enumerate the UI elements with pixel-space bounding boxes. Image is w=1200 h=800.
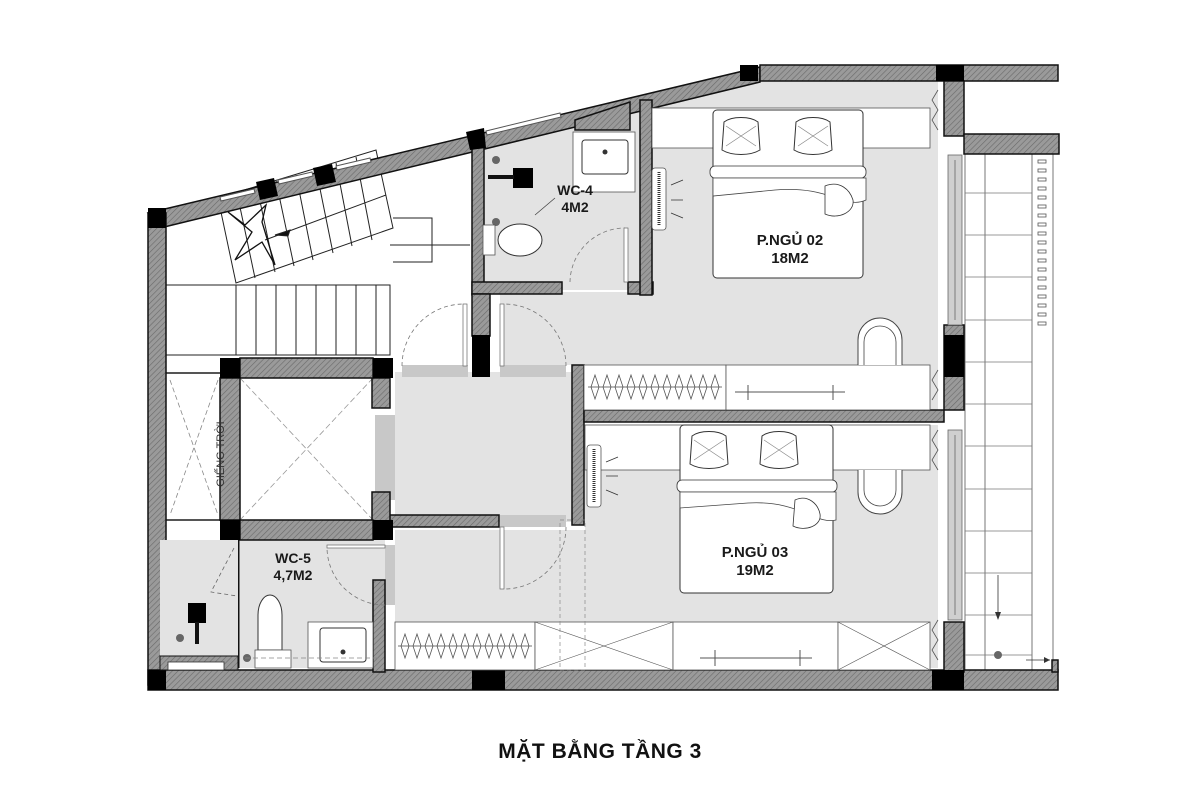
- curtain-icon: [931, 89, 939, 131]
- door-swing-icon: [326, 303, 567, 606]
- wc4-fixtures: [482, 131, 636, 283]
- toilet-icon: [482, 223, 543, 257]
- room-area: 4,7M2: [273, 566, 313, 583]
- floor-drain-icon: [994, 651, 1002, 659]
- floor-drain-icon: [176, 634, 184, 642]
- room-area: 4M2: [561, 198, 589, 215]
- desk-icon: [725, 364, 931, 411]
- lightwell-void: [169, 379, 219, 516]
- wc5-fixtures: [159, 540, 380, 671]
- door-swing-icon: [569, 227, 626, 283]
- sink-icon: [319, 627, 367, 663]
- planter-icon: [1037, 150, 1047, 326]
- desk-chair-icon: [857, 470, 903, 515]
- room-label-bedroom03: P.NGỦ 03 19M2: [705, 544, 805, 580]
- sink-icon: [581, 139, 629, 175]
- air-conditioner-icon: [586, 444, 619, 508]
- room-name: P.NGỦ 02: [756, 232, 824, 249]
- room-name: P.NGỦ 03: [721, 544, 789, 561]
- bedroom03-furniture: [394, 424, 939, 671]
- room-label-wc5: WC-5 4,7M2: [258, 550, 328, 584]
- room-name: WC-4: [557, 182, 593, 198]
- water-heater-icon: [188, 603, 206, 644]
- wardrobe-icon: [583, 364, 727, 411]
- room-name: WC-5: [275, 550, 311, 566]
- corridor-floor: [395, 372, 573, 522]
- stair-icon: [164, 149, 470, 356]
- sliding-window-icon: [219, 112, 562, 202]
- room-area: 19M2: [736, 562, 774, 579]
- elevator-shaft-icon: [239, 377, 374, 521]
- sliding-window-icon: [947, 154, 963, 621]
- desk-chair-icon: [857, 317, 903, 365]
- air-conditioner-icon: [651, 167, 684, 231]
- room-label-bedroom02: P.NGỦ 02 18M2: [740, 232, 840, 268]
- balcony: [964, 149, 1054, 676]
- wardrobe-icon: [394, 621, 931, 671]
- bed-icon: [676, 424, 838, 594]
- toilet-icon: [254, 594, 292, 669]
- floor-drain-icon: [492, 156, 500, 226]
- curtain-icon: [931, 429, 939, 471]
- lightwell-label: GIẾNG TRỜI: [215, 421, 227, 487]
- bed-icon: [709, 109, 867, 279]
- bedroom02-furniture: [583, 89, 939, 411]
- columns: [148, 65, 964, 690]
- room-area: 18M2: [771, 250, 809, 267]
- water-heater-icon: [488, 168, 533, 188]
- drawing-title: MẶT BẰNG TẦNG 3: [498, 740, 702, 763]
- room-label-wc4: WC-4 4M2: [540, 182, 610, 216]
